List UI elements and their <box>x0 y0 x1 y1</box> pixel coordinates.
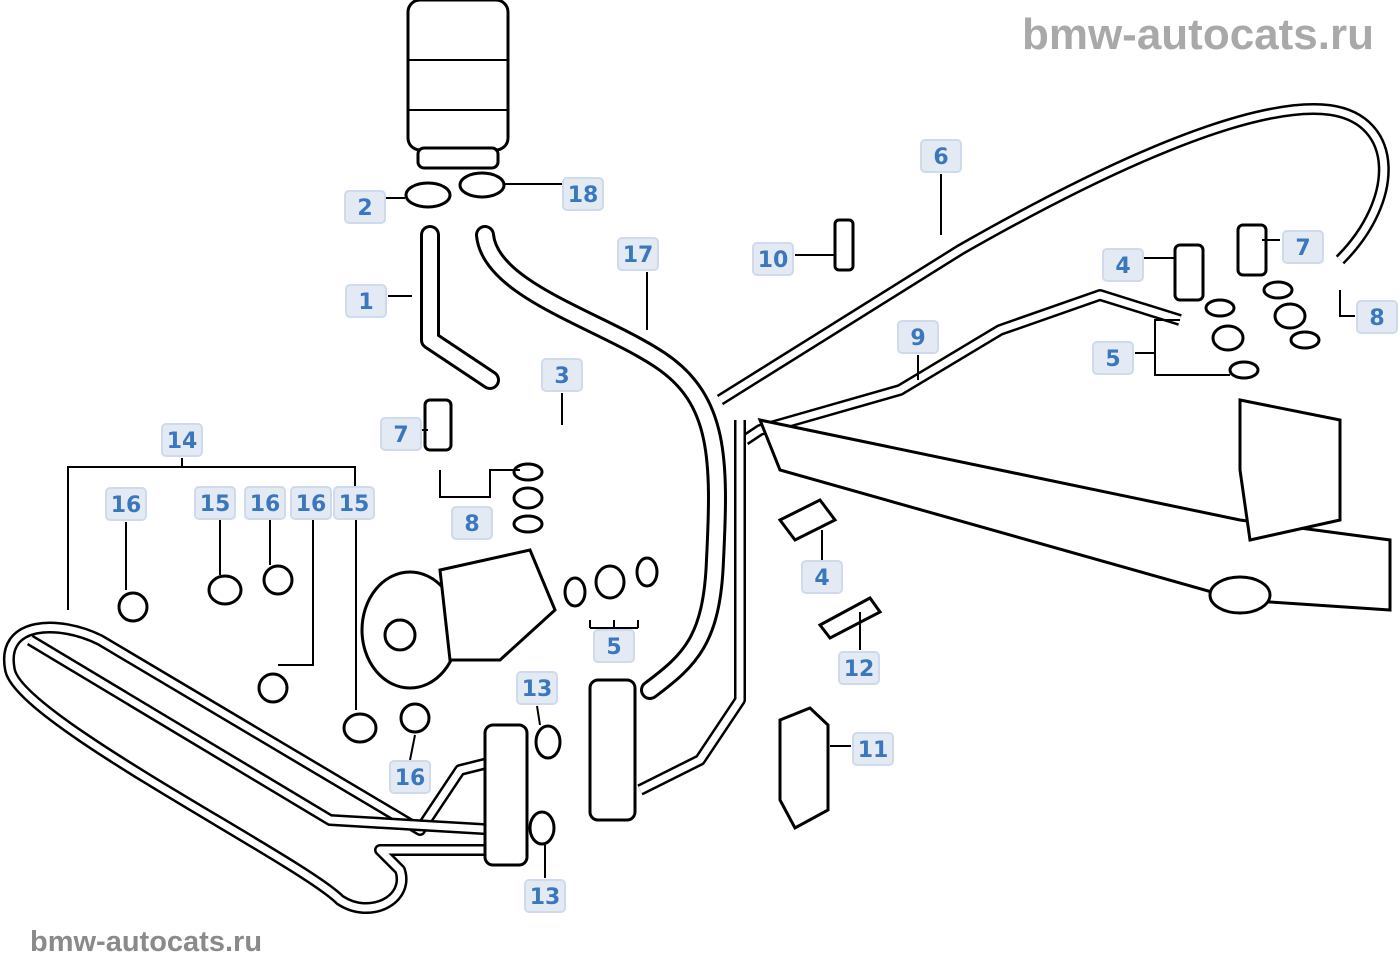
callout-8b[interactable]: 8 <box>451 506 493 540</box>
callout-15b[interactable]: 15 <box>333 486 375 520</box>
callout-13b[interactable]: 13 <box>524 879 566 913</box>
callout-3[interactable]: 3 <box>541 358 583 392</box>
oil-cooler <box>2 621 502 915</box>
callout-1[interactable]: 1 <box>345 284 387 318</box>
bolt-4b <box>777 498 838 542</box>
bolt-7b <box>1236 223 1268 277</box>
callout-6[interactable]: 6 <box>920 139 962 173</box>
reservoir <box>406 0 510 170</box>
callout-15a[interactable]: 15 <box>194 486 236 520</box>
block-lower <box>483 723 529 867</box>
bolt-7 <box>423 398 453 452</box>
leader-lines <box>67 174 1355 878</box>
callout-18[interactable]: 18 <box>562 177 604 211</box>
callout-5[interactable]: 5 <box>1092 341 1134 375</box>
callout-17[interactable]: 17 <box>617 237 659 271</box>
callout-16d[interactable]: 16 <box>389 760 431 794</box>
callout-12[interactable]: 12 <box>838 651 880 685</box>
callout-16a[interactable]: 16 <box>105 487 147 521</box>
callout-16b[interactable]: 16 <box>244 486 286 520</box>
bolt-12 <box>817 596 883 640</box>
washers <box>117 280 1321 846</box>
callout-11[interactable]: 11 <box>852 732 894 766</box>
watermark-top: bmw-autocats.ru <box>1021 10 1374 59</box>
steering-gear <box>757 398 1392 615</box>
hose-clamp-2 <box>404 181 452 209</box>
bolt-4 <box>1173 243 1205 302</box>
callout-9[interactable]: 9 <box>897 320 939 354</box>
callout-14[interactable]: 14 <box>161 423 203 457</box>
clip-11 <box>778 706 830 831</box>
callout-2[interactable]: 2 <box>344 190 386 224</box>
block-upper <box>588 678 637 822</box>
callout-4b[interactable]: 4 <box>801 560 843 594</box>
watermark-bottom: bmw-autocats.ru <box>30 926 263 958</box>
callout-7[interactable]: 7 <box>1282 230 1324 264</box>
callout-5b[interactable]: 5 <box>593 629 635 663</box>
callout-13a[interactable]: 13 <box>516 671 558 705</box>
power-steering-pump <box>360 548 557 690</box>
callout-7b[interactable]: 7 <box>380 417 422 451</box>
bolt-10 <box>833 218 855 272</box>
callout-4[interactable]: 4 <box>1102 248 1144 282</box>
callout-10[interactable]: 10 <box>752 242 794 276</box>
callout-8[interactable]: 8 <box>1356 300 1398 334</box>
hose-clamp-18 <box>458 171 506 199</box>
callout-16c[interactable]: 16 <box>290 486 332 520</box>
